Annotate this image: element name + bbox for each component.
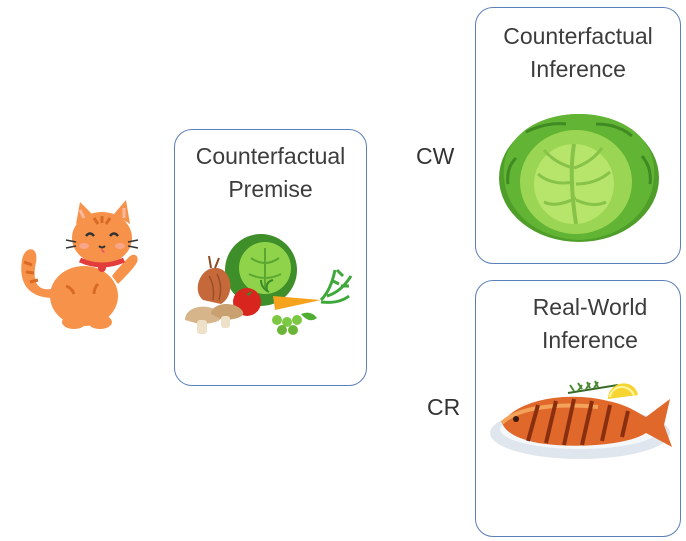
counterfactual-inference-card: Counterfactual Inference <box>475 7 681 264</box>
cr-label: CR <box>427 394 461 420</box>
premise-title: Counterfactual Premise <box>195 143 346 202</box>
real-world-inference-title: Real-World Inference <box>532 294 648 353</box>
grilled-fish-icon <box>490 380 672 459</box>
vegetables-icon <box>185 234 353 335</box>
cat-icon <box>21 200 139 329</box>
cw-label: CW <box>416 143 455 169</box>
real-world-inference-card: Real-World Inference <box>475 280 681 537</box>
premise-card: Counterfactual Premise <box>174 129 367 386</box>
counterfactual-inference-title: Counterfactual Inference <box>503 23 653 82</box>
cabbage-icon <box>499 114 659 242</box>
